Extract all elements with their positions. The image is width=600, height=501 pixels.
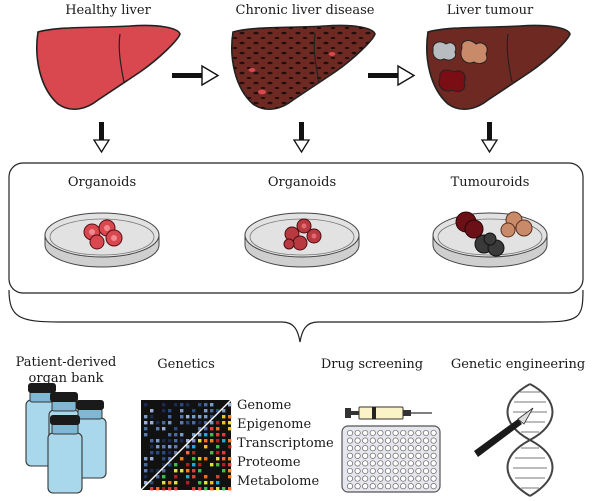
scalpel-icon xyxy=(474,407,534,457)
syringe-icon xyxy=(345,406,432,420)
drug-screening-label: Drug screening xyxy=(320,357,424,372)
healthy-liver xyxy=(36,24,181,111)
dish-organoids-2 xyxy=(244,212,360,268)
stage-label-healthy: Healthy liver xyxy=(65,3,151,18)
genetic-engineering-label: Genetic engineering xyxy=(450,357,586,372)
omics-label-epigenome: Epigenome xyxy=(237,417,312,432)
bank-label-line2: organ bank xyxy=(28,371,104,386)
omics-label-genome: Genome xyxy=(237,398,292,413)
down-arrow-1 xyxy=(92,122,111,154)
stage-label-tumour: Liver tumour xyxy=(446,3,534,18)
culture-label-3: Tumouroids xyxy=(450,175,530,190)
arrow-healthy-to-disease xyxy=(172,64,220,87)
arrow-disease-to-tumour xyxy=(368,64,416,87)
culture-label-1: Organoids xyxy=(67,175,137,190)
omics-label-metabolome: Metabolome xyxy=(237,474,320,489)
tumour-liver xyxy=(426,24,571,111)
culture-box xyxy=(8,162,584,294)
genetics-heatmap xyxy=(140,399,232,491)
well-plate-icon xyxy=(341,425,441,493)
genetics-label: Genetics xyxy=(157,357,215,372)
culture-label-2: Organoids xyxy=(267,175,337,190)
brace xyxy=(8,289,584,343)
dish-organoids-1 xyxy=(44,212,160,268)
omics-label-proteome: Proteome xyxy=(237,455,301,470)
dish-tumouroids xyxy=(432,211,548,268)
dna-helix-icon xyxy=(506,383,554,497)
omics-label-transcriptome: Transcriptome xyxy=(237,436,334,451)
down-arrow-2 xyxy=(292,122,311,154)
vial-bank-icon xyxy=(25,383,107,494)
bank-label-line1: Patient-derived xyxy=(15,355,117,370)
down-arrow-3 xyxy=(480,122,499,154)
diseased-liver xyxy=(231,24,376,111)
stage-label-chronic: Chronic liver disease xyxy=(235,3,375,18)
